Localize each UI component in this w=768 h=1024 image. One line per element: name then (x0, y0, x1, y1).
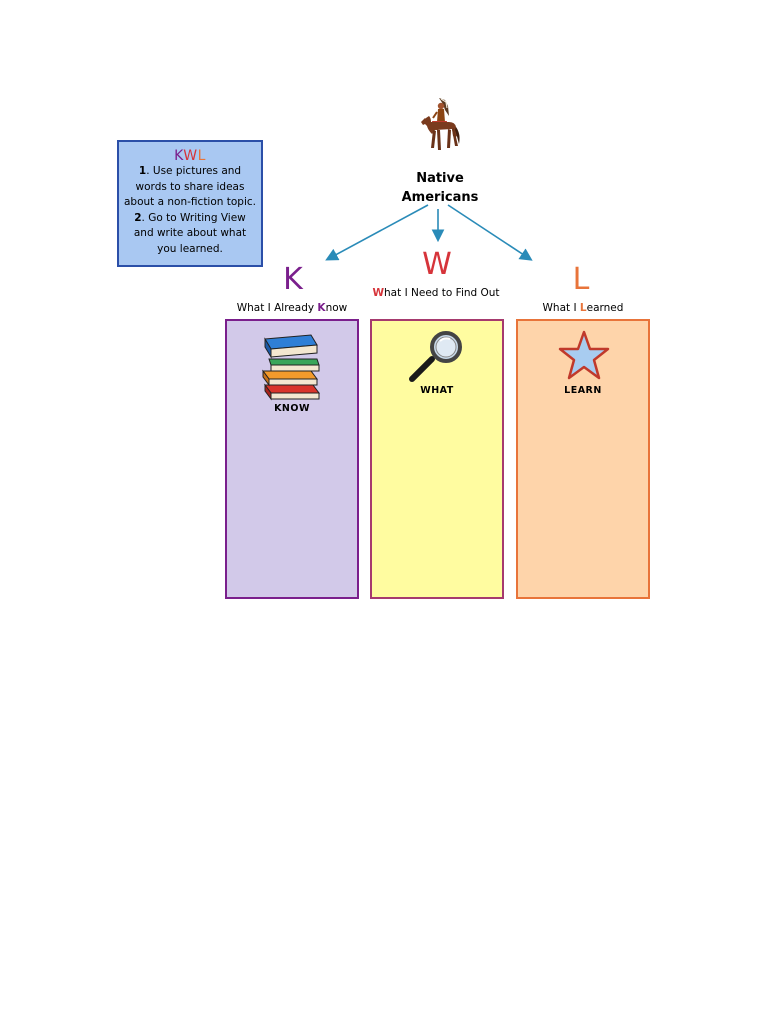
topic-arrows (325, 204, 533, 261)
column-what[interactable]: WHAT (370, 319, 504, 599)
column-heading-k: What I Already Know (236, 302, 348, 314)
arrow-to-l (447, 204, 533, 261)
column-know[interactable]: KNOW (225, 319, 359, 599)
learn-label: LEARN (564, 385, 602, 396)
column-learn[interactable]: LEARN (516, 319, 650, 599)
books-icon (262, 334, 320, 401)
column-letter-k: K (283, 262, 303, 297)
magnifier-icon (409, 331, 462, 382)
native-american-on-horse-image (421, 98, 460, 150)
arrow-to-k (325, 204, 429, 261)
what-label: WHAT (420, 385, 454, 396)
instructions-title: KWL (174, 148, 206, 164)
instructions-box: KWL 1. Use pictures and words to share i… (117, 140, 263, 267)
instruction-step-2: 2. Go to Writing View and write about wh… (133, 211, 247, 255)
column-heading-l: What I Learned (542, 302, 624, 314)
column-heading-w: What I Need to Find Out (372, 287, 500, 299)
star-icon (558, 330, 610, 380)
topic-title: Native Americans (401, 171, 479, 205)
column-letter-l: L (572, 262, 590, 297)
instruction-step-1: 1. Use pictures and words to share ideas… (124, 165, 256, 208)
know-label: KNOW (274, 403, 310, 414)
column-letter-w: W (422, 247, 452, 282)
